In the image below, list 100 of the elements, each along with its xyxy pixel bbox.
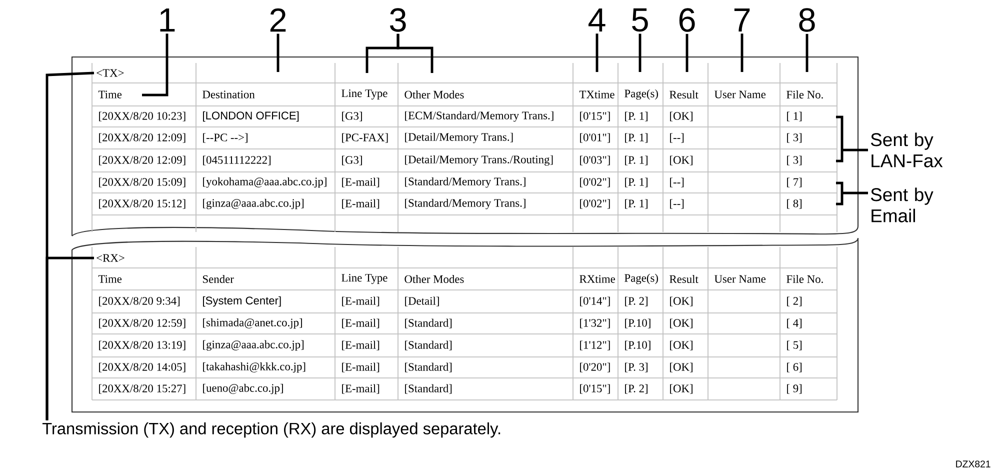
table-cell: [P. 1]	[625, 156, 648, 166]
table-cell: [OK]	[670, 340, 692, 350]
table-cell: [P. 1]	[625, 133, 648, 143]
callout-text: Sent by LAN-Fax	[870, 132, 943, 168]
table-cell: [ 8]	[787, 199, 802, 209]
callout-number: 4	[588, 8, 606, 32]
column-header: Time	[98, 90, 122, 98]
table-cell: [--]	[670, 133, 684, 143]
column-header: Line Type	[342, 90, 388, 100]
leader-line	[596, 34, 598, 72]
table-cell: [20XX/8/20 14:05]	[99, 362, 186, 372]
leader-line	[740, 34, 744, 72]
column-header: Other Modes	[404, 275, 464, 283]
table-cell: [P.10]	[625, 318, 650, 328]
table-cell: [20XX/8/20 9:34]	[99, 296, 180, 306]
column-header: Line Type	[342, 274, 388, 284]
table-cell: [OK]	[670, 362, 692, 372]
table-cell: [Standard/Memory Trans.]	[405, 198, 526, 210]
column-header: User Name	[714, 275, 766, 283]
table-cell: [20XX/8/20 15:27]	[99, 384, 186, 394]
leader-line	[834, 182, 870, 206]
table-cell: [20XX/8/20 15:12]	[99, 199, 186, 209]
section-heading: <TX>	[96, 69, 124, 77]
table-cell: [1'12"]	[580, 340, 610, 350]
leader-line	[638, 34, 642, 72]
table-cell: [P. 1]	[625, 112, 648, 122]
leader-line	[686, 34, 688, 72]
table-cell: [OK]	[670, 318, 692, 328]
leader-line	[834, 116, 870, 162]
table-cell: [E-mail]	[342, 362, 380, 372]
table-cell: [ 2]	[787, 296, 802, 306]
column-header: Time	[98, 275, 122, 283]
table-cell: [ 1]	[787, 112, 802, 122]
table-cell: [0'15"]	[580, 384, 610, 394]
callout-number: 1	[160, 8, 175, 32]
column-header: Destination	[202, 90, 255, 98]
table-cell: [--]	[670, 178, 684, 188]
table-cell: [P. 3]	[625, 362, 648, 372]
column-header: Result	[670, 90, 698, 98]
table-cell: [20XX/8/20 12:09]	[99, 156, 186, 166]
leader-line	[396, 34, 434, 73]
table-cell: [--PC -->]	[203, 133, 248, 143]
table-cell: [Standard/Memory Trans.]	[405, 177, 526, 188]
column-header: User Name	[714, 90, 766, 98]
column-header: File No.	[786, 274, 823, 284]
column-header: RXtime	[580, 275, 615, 283]
column-header: Result	[670, 275, 698, 283]
table-cell: [P. 2]	[625, 384, 648, 394]
table-cell: [--]	[670, 199, 684, 209]
table-cell: [1'32"]	[580, 318, 610, 328]
table-cell: [0'02"]	[580, 199, 610, 209]
table-cell: [20XX/8/20 12:09]	[99, 133, 186, 143]
table-cell: [E-mail]	[342, 384, 380, 394]
table-cell: [ 5]	[787, 340, 802, 350]
table-cell: [0'02"]	[580, 178, 610, 188]
table-cell: [Standard]	[405, 340, 452, 350]
leader-line	[276, 34, 280, 72]
table-cell: [0'15"]	[580, 112, 610, 122]
table-cell: [ 3]	[787, 133, 802, 143]
column-header: Sender	[203, 275, 234, 283]
table-cell: [04511112222]	[203, 156, 271, 166]
table-cell: [20XX/8/20 12:59]	[99, 318, 186, 328]
table-cell: [ 6]	[787, 362, 802, 372]
table-cell: [0'03"]	[580, 156, 610, 166]
table-cell: [E-mail]	[342, 340, 380, 350]
table-cell: [ECM/Standard/Memory Trans.]	[405, 111, 554, 122]
table-cell: [ueno@abc.co.jp]	[203, 384, 283, 394]
table-cell: [E-mail]	[342, 178, 380, 188]
table-cell: [OK]	[670, 156, 692, 166]
note-text: Transmission (TX) and reception (RX) are displayed separately.	[42, 422, 500, 438]
table-cell: [E-mail]	[342, 199, 380, 209]
table-cell: [ginza@aaa.abc.co.jp]	[203, 340, 304, 351]
table-cell: [ 4]	[787, 318, 802, 328]
table-cell: [OK]	[670, 384, 692, 394]
callout-number: 7	[734, 8, 750, 32]
leader-line	[806, 34, 808, 72]
table-cell: [ 7]	[787, 178, 802, 188]
leader-line	[142, 34, 168, 96]
table-cell: [20XX/8/20 10:23]	[99, 112, 186, 122]
table-cell: [Standard]	[405, 318, 452, 328]
column-header: Other Modes	[404, 90, 464, 98]
table-cell: [G3]	[342, 112, 362, 122]
table-cell: [OK]	[670, 112, 692, 122]
table-cell: [Detail]	[405, 296, 439, 306]
table-cell: [20XX/8/20 13:19]	[99, 340, 186, 350]
table-cell: [G3]	[342, 156, 362, 166]
column-header: Page(s)	[624, 89, 658, 100]
table-cell: [P.10]	[625, 340, 650, 350]
callout-number: 5	[632, 8, 648, 32]
table-cell: [System Center]	[203, 296, 281, 307]
table-cell: [P. 2]	[625, 296, 648, 306]
table-cell: [ 3]	[787, 156, 802, 166]
table-cell: [LONDON OFFICE]	[203, 111, 299, 122]
table-cell: [0'01"]	[580, 133, 610, 143]
callout-text: Sent by Email	[870, 188, 934, 222]
leader-line	[46, 256, 94, 420]
table-cell: [20XX/8/20 15:09]	[99, 178, 186, 188]
table-cell: [0'20"]	[580, 362, 610, 372]
table-cell: [Detail/Memory Trans.]	[405, 132, 513, 144]
table-cell: [shimada@anet.co.jp]	[203, 318, 302, 329]
